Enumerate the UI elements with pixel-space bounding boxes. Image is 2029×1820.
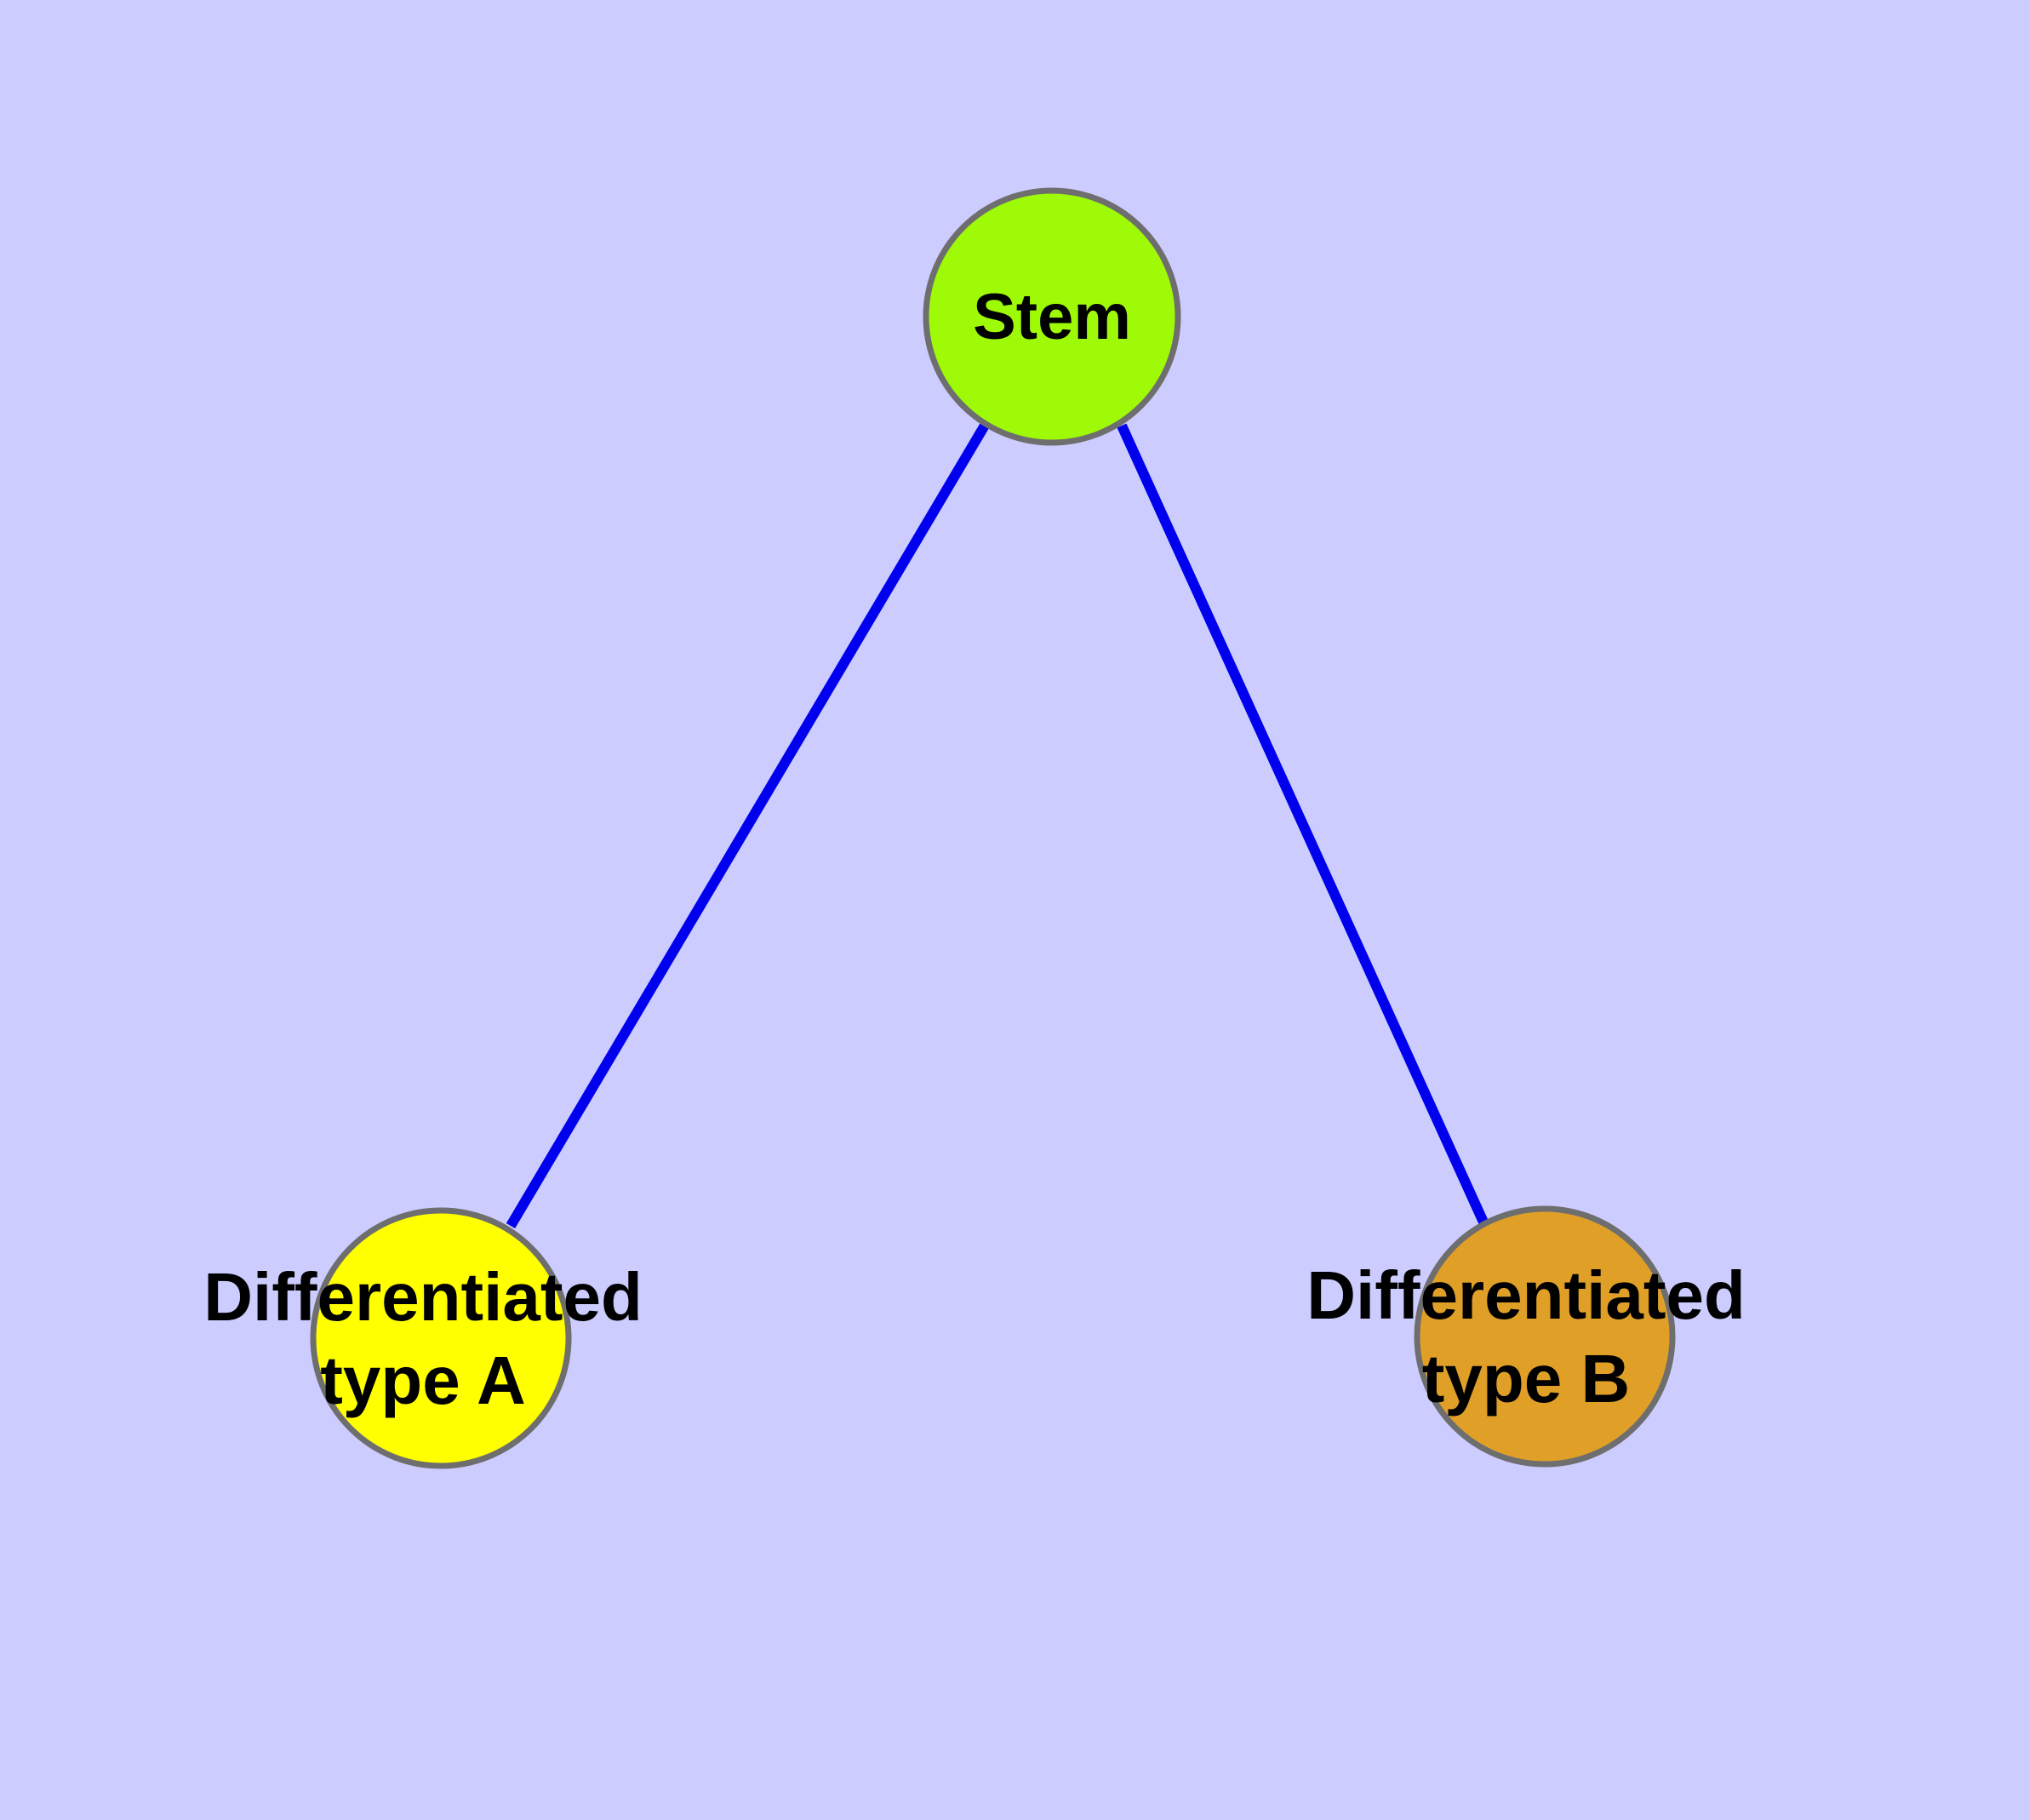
edge-stem-to-differentiated-type-b[interactable] xyxy=(1117,423,1490,1228)
nodes-group xyxy=(310,187,1676,1469)
node-differentiated-type-a[interactable] xyxy=(310,1207,572,1469)
node-label-differentiated-type-b-line2: type B xyxy=(1422,1341,1631,1417)
edges-group xyxy=(506,421,1490,1229)
node-label-differentiated-type-a-line1: Differentiated xyxy=(203,1259,643,1335)
node-label-differentiated-type-b-line1: Differentiated xyxy=(1306,1257,1746,1333)
labels-group: Stem Differentiated type A Differentiate… xyxy=(203,281,1746,1418)
node-label-differentiated-type-a-line2: type A xyxy=(320,1342,526,1418)
node-differentiated-type-b[interactable] xyxy=(1414,1205,1676,1468)
node-label-stem: Stem xyxy=(973,281,1131,353)
edge-stem-to-differentiated-type-a[interactable] xyxy=(506,421,991,1229)
node-stem[interactable] xyxy=(923,187,1181,446)
